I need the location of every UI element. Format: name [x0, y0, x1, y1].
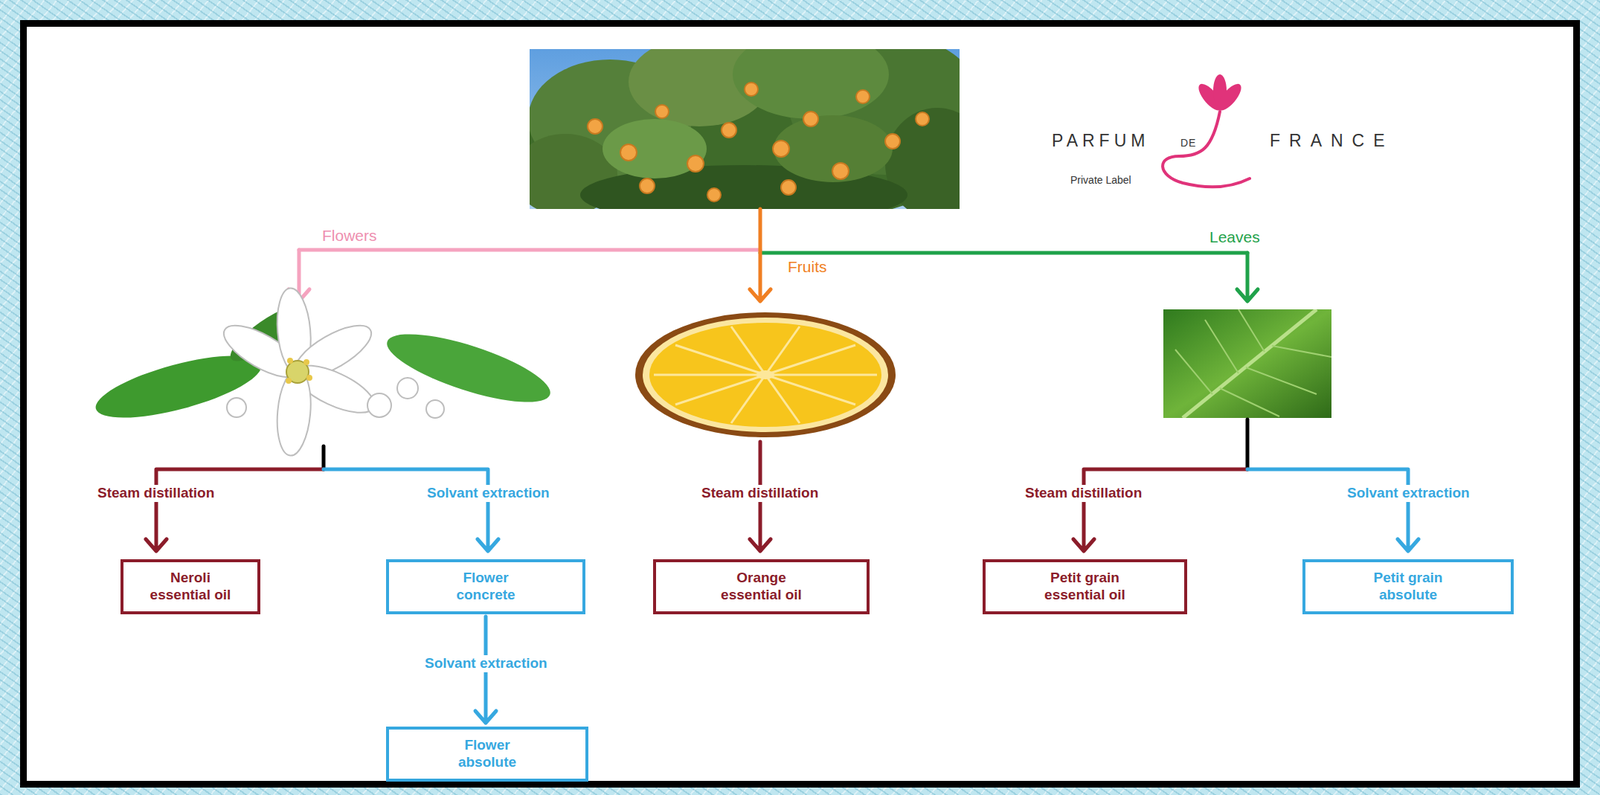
orange-blossom-picture	[90, 287, 557, 458]
stamen	[303, 359, 310, 366]
logo-petal	[1213, 80, 1246, 114]
flowers-line	[299, 248, 761, 253]
stamen	[285, 377, 292, 384]
fruits-arrow	[749, 209, 771, 302]
process-label: Steam distillation	[1022, 484, 1145, 503]
foliage	[773, 115, 893, 183]
solvent-arrow	[1247, 469, 1419, 552]
leaves-line	[760, 251, 1248, 256]
orange-fruit	[721, 122, 737, 138]
bud	[367, 393, 392, 418]
steam-arrow	[145, 469, 324, 552]
rind	[635, 312, 896, 438]
process-label: Steam distillation	[94, 484, 218, 503]
process-label: Solvant extraction	[1344, 484, 1473, 503]
process-label: Steam distillation	[698, 484, 822, 503]
orange-fruit	[772, 140, 790, 157]
orange-fruit	[639, 178, 655, 194]
stub-line	[1245, 419, 1250, 470]
steam-arrow	[1073, 469, 1248, 552]
tree-photo	[529, 49, 960, 210]
box-text: Petit grain essential oil	[1037, 569, 1133, 604]
orange-fruit	[832, 162, 849, 180]
process-label: Solvant extraction	[423, 484, 553, 503]
result-box: Petit grain essential oil	[982, 559, 1188, 615]
leaves-arrow	[1237, 252, 1258, 302]
orange-fruit	[885, 133, 901, 149]
box-text: Petit grain absolute	[1360, 569, 1456, 604]
bud	[397, 377, 419, 399]
logo-text: DE	[1180, 136, 1197, 150]
orange-fruit	[707, 188, 721, 202]
orange-fruit	[803, 111, 819, 127]
branch-label: Leaves	[1209, 227, 1261, 247]
bud	[426, 400, 445, 419]
orange-fruit	[587, 119, 603, 134]
segments	[653, 326, 877, 424]
pith	[642, 317, 889, 433]
orange-fruit	[620, 144, 637, 161]
stub-line	[322, 446, 326, 470]
logo-text: PARFUM	[1051, 130, 1150, 152]
orange-fruit	[687, 155, 704, 172]
veins	[1175, 309, 1332, 417]
box-text: Orange essential oil	[714, 569, 810, 604]
logo-swirl	[1162, 111, 1250, 187]
leaf-surface	[1163, 309, 1332, 419]
stamen	[287, 357, 294, 364]
leaf-shape	[380, 320, 557, 416]
result-box: Orange essential oil	[653, 559, 870, 615]
result-box: Petit grain absolute	[1302, 559, 1514, 615]
logo-text: FRANCE	[1269, 130, 1394, 152]
bud	[226, 397, 247, 418]
result-box: Flower concrete	[386, 559, 586, 615]
stamen	[306, 374, 313, 381]
orange-fruit	[856, 90, 870, 104]
process-label: Solvant extraction	[421, 655, 551, 673]
process-arrows	[145, 419, 1419, 552]
box-text: Flower absolute	[439, 737, 535, 772]
orange-fruit	[655, 104, 669, 119]
oranges	[587, 82, 930, 202]
orange-slice-picture	[635, 312, 896, 438]
orange-fruit	[915, 112, 930, 126]
box-text: Neroli essential oil	[142, 569, 239, 604]
branch-label: Flowers	[322, 226, 378, 245]
foliage	[602, 119, 707, 179]
branch-arrows	[288, 209, 1258, 302]
leaf-picture	[1163, 309, 1332, 419]
pulp	[649, 322, 882, 427]
core	[756, 370, 775, 380]
orange-fruit	[781, 180, 796, 195]
branch-label: Fruits	[787, 257, 828, 276]
solvent-arrow	[323, 469, 499, 552]
logo-mark	[1162, 74, 1250, 187]
result-box: Flower absolute	[386, 726, 589, 782]
foliage	[732, 49, 889, 120]
result-box: Neroli essential oil	[120, 559, 261, 615]
box-text: Flower concrete	[438, 569, 534, 604]
logo-subtitle: Private Label	[1070, 174, 1132, 187]
orange-fruit	[744, 82, 758, 96]
